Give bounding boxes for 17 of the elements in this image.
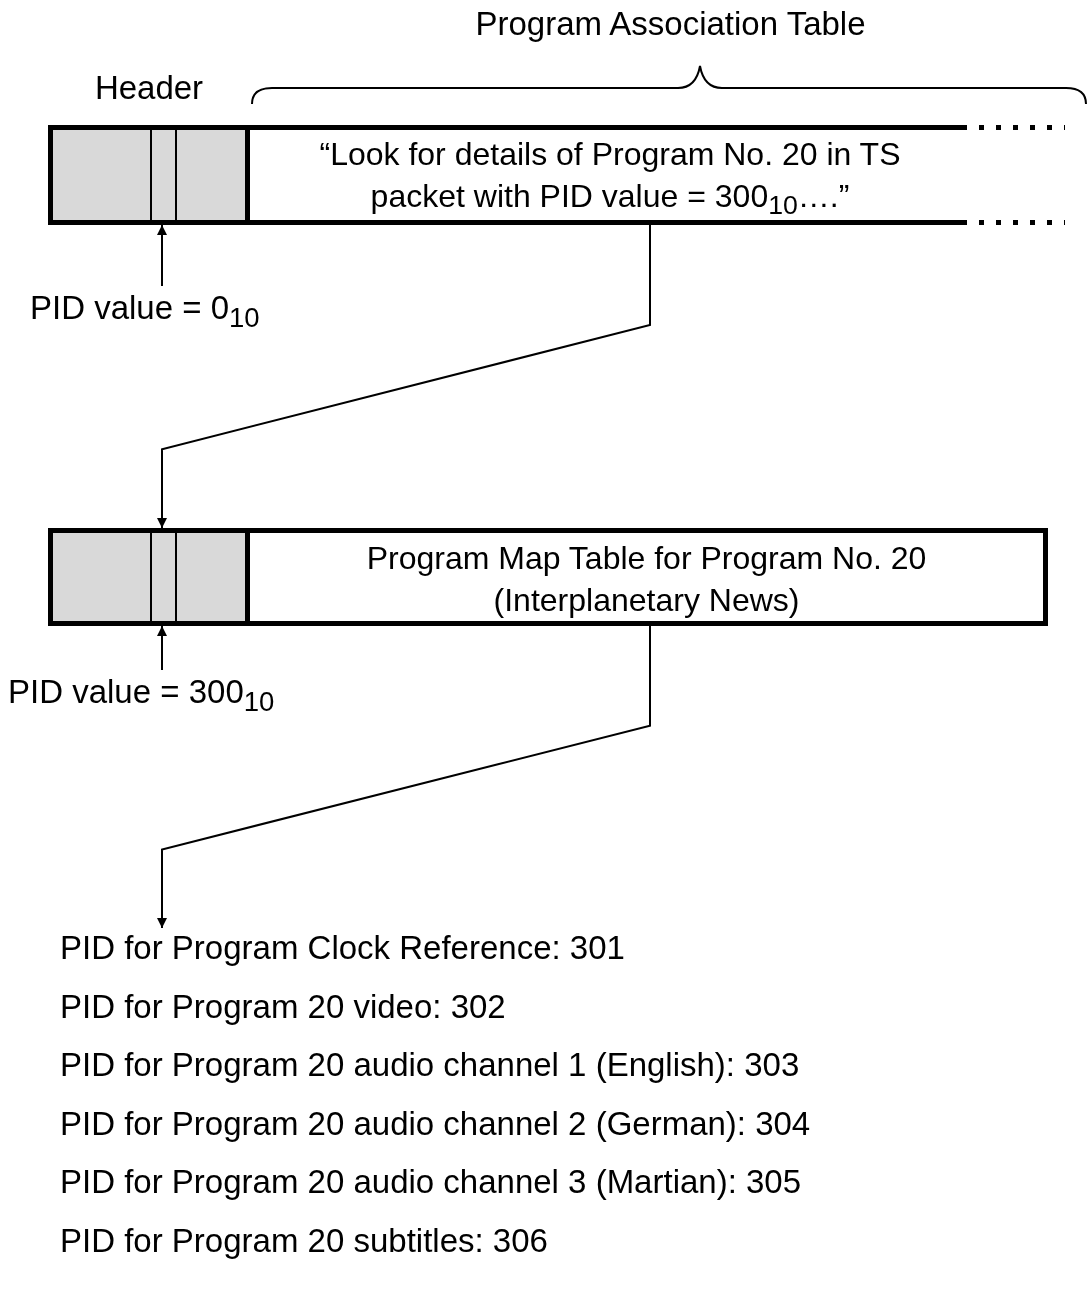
pid-list-entry: PID for Program Clock Reference: 301 (60, 928, 625, 968)
payload-text: “Look for details of Program No. 20 in TS packet with PID value = 300$_{10}$….” (318, 135, 902, 223)
pid-list-entry: PID for Program 20 video: 302 (60, 986, 506, 1027)
payload-text: Program Map Table for Program No. 20 (Interplanetary News) (365, 539, 928, 620)
arrow (157, 625, 651, 929)
arrow (157, 224, 651, 529)
header-label: Header (93, 68, 205, 108)
arrow (157, 224, 167, 287)
pid-label: PID value = 0$_{10}$ (30, 288, 260, 334)
arrow (157, 625, 167, 671)
pid-list-entry: PID for Program 20 audio channel 2 (German): 304 (60, 1103, 811, 1144)
pid-list-entry: PID for Program 20 subtitles: 306 (60, 1220, 548, 1261)
packet-payload (250, 528, 1048, 626)
table-title: Program Association Table (474, 4, 867, 44)
pid-list-entry: PID for Program 20 audio channel 3 (Martian): 305 (60, 1162, 802, 1202)
pid-list-entry: PID for Program 20 audio channel 1 (English): 303 (60, 1045, 800, 1085)
pid-label: PID value = 300$_{10}$ (8, 672, 275, 718)
